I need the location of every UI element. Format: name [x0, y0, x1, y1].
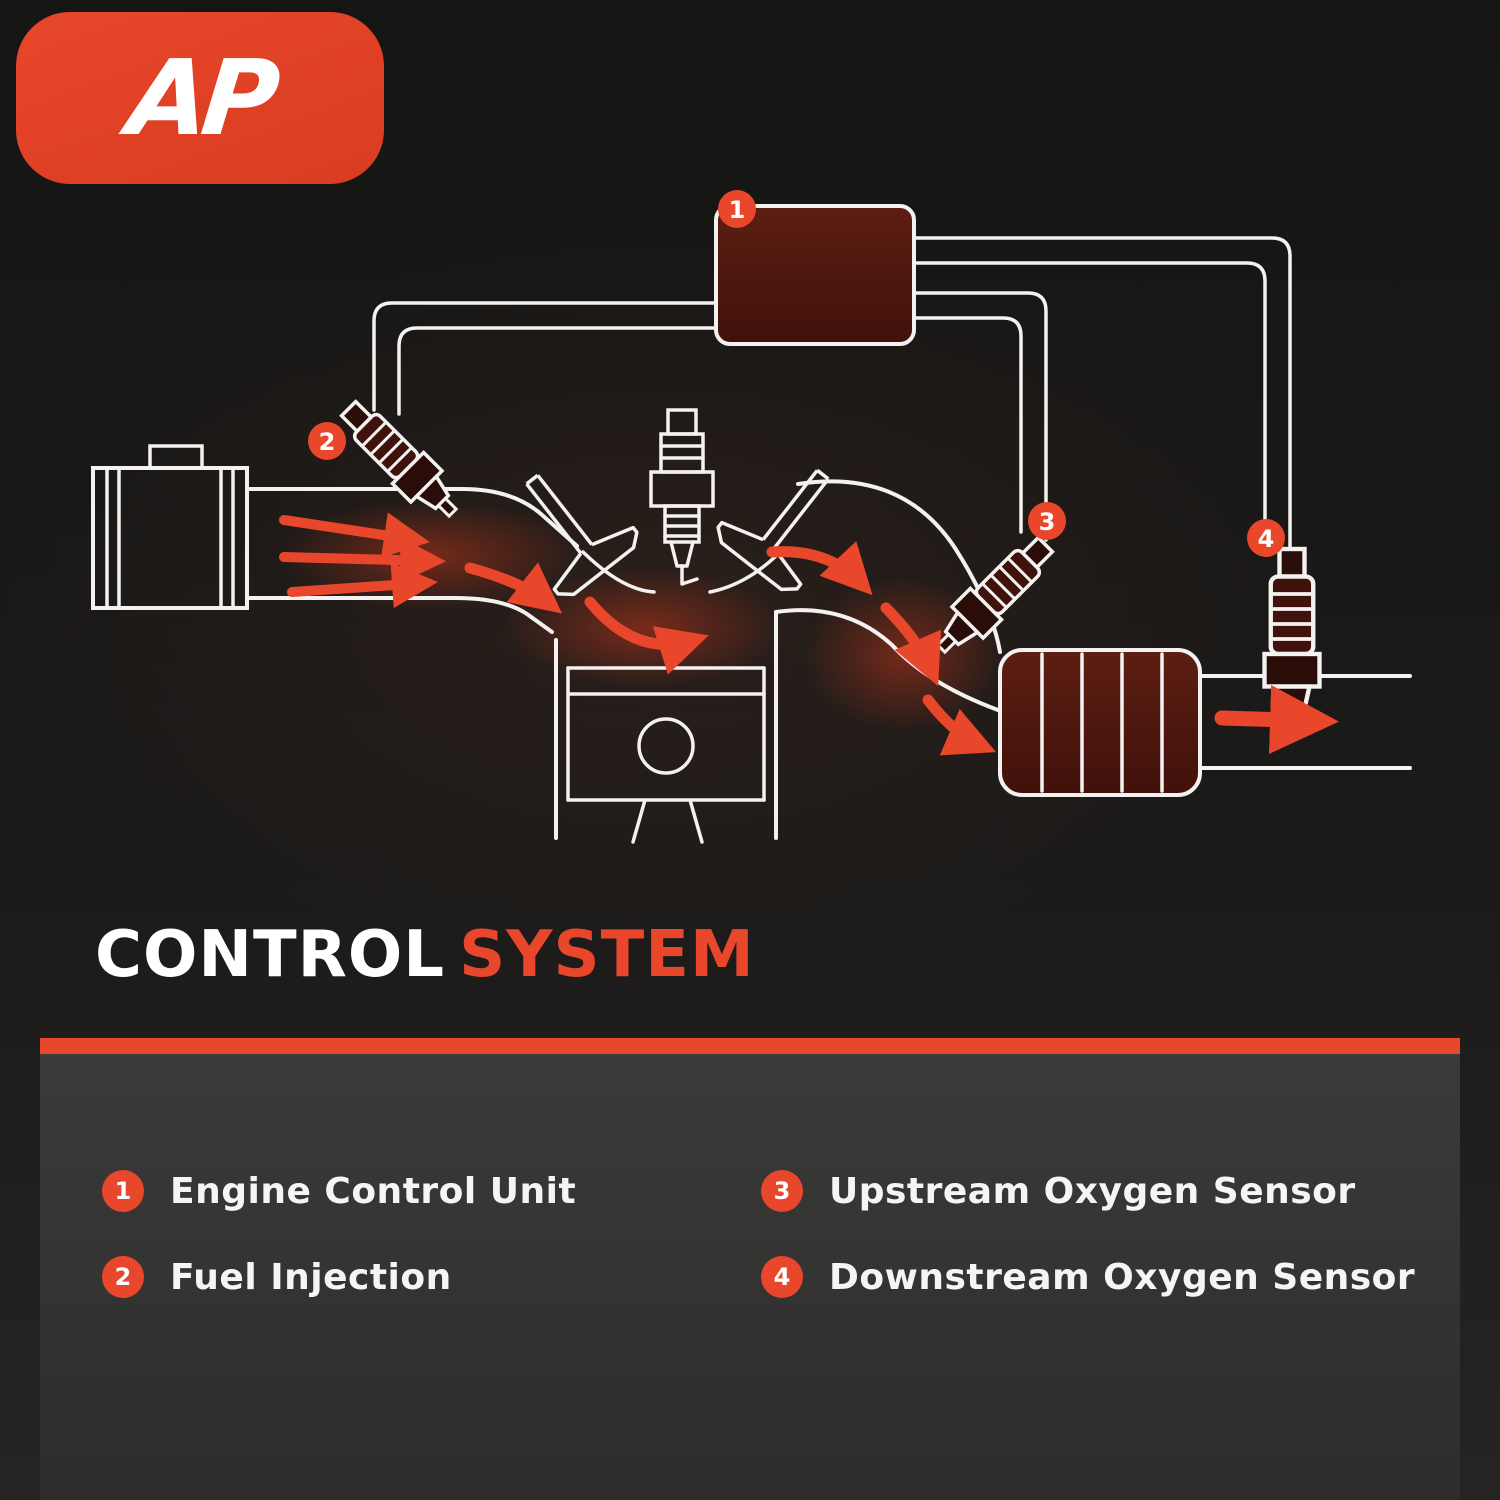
- title-system: SYSTEM: [459, 918, 755, 992]
- air-filter: [91, 444, 249, 610]
- engine-control-diagram: 1 2 3 4: [91, 190, 1412, 844]
- diagram-badge-4-number: 4: [1258, 525, 1275, 553]
- accent-divider-bar: [40, 1038, 1460, 1054]
- legend-item-engine-control-unit: 1 Engine Control Unit: [102, 1170, 761, 1212]
- diagram-badge-3-number: 3: [1039, 508, 1056, 536]
- legend-badge-1: 1: [102, 1170, 144, 1212]
- downstream-oxygen-sensor: [1265, 549, 1320, 733]
- diagram-badge-3: 3: [1028, 502, 1066, 540]
- legend-panel: 1 Engine Control Unit 2 Fuel Injection 3…: [40, 1054, 1460, 1500]
- engine-control-unit: [714, 204, 916, 346]
- brand-logo: AP: [16, 12, 384, 184]
- legend-item-fuel-injection: 2 Fuel Injection: [102, 1256, 761, 1298]
- legend-badge-3: 3: [761, 1170, 803, 1212]
- ecu-wiring: [372, 236, 1292, 550]
- legend-grid: 1 Engine Control Unit 2 Fuel Injection 3…: [40, 1054, 1460, 1298]
- diagram-badge-4: 4: [1247, 519, 1285, 557]
- airflow-arrows: [279, 512, 1339, 756]
- legend-label-4: Downstream Oxygen Sensor: [829, 1256, 1416, 1298]
- diagram-badge-2: 2: [308, 422, 346, 460]
- legend-label-1: Engine Control Unit: [170, 1170, 577, 1212]
- legend-badge-2: 2: [102, 1256, 144, 1298]
- legend-item-upstream-oxygen-sensor: 3 Upstream Oxygen Sensor: [761, 1170, 1420, 1212]
- legend-label-2: Fuel Injection: [170, 1256, 452, 1298]
- legend-item-downstream-oxygen-sensor: 4 Downstream Oxygen Sensor: [761, 1256, 1420, 1298]
- exhaust-valve: [710, 442, 864, 599]
- catalytic-converter: [998, 648, 1202, 797]
- combustion-chamber: [581, 550, 778, 594]
- title-control: CONTROL: [95, 918, 446, 992]
- diagram-badge-2-number: 2: [319, 428, 336, 456]
- diagram-badge-1: 1: [718, 190, 756, 228]
- legend-label-3: Upstream Oxygen Sensor: [829, 1170, 1356, 1212]
- cylinder-block: [554, 610, 778, 840]
- legend-badge-4: 4: [761, 1256, 803, 1298]
- piston: [566, 666, 766, 844]
- spark-plug: [649, 408, 715, 586]
- diagram-badge-1-number: 1: [729, 196, 746, 224]
